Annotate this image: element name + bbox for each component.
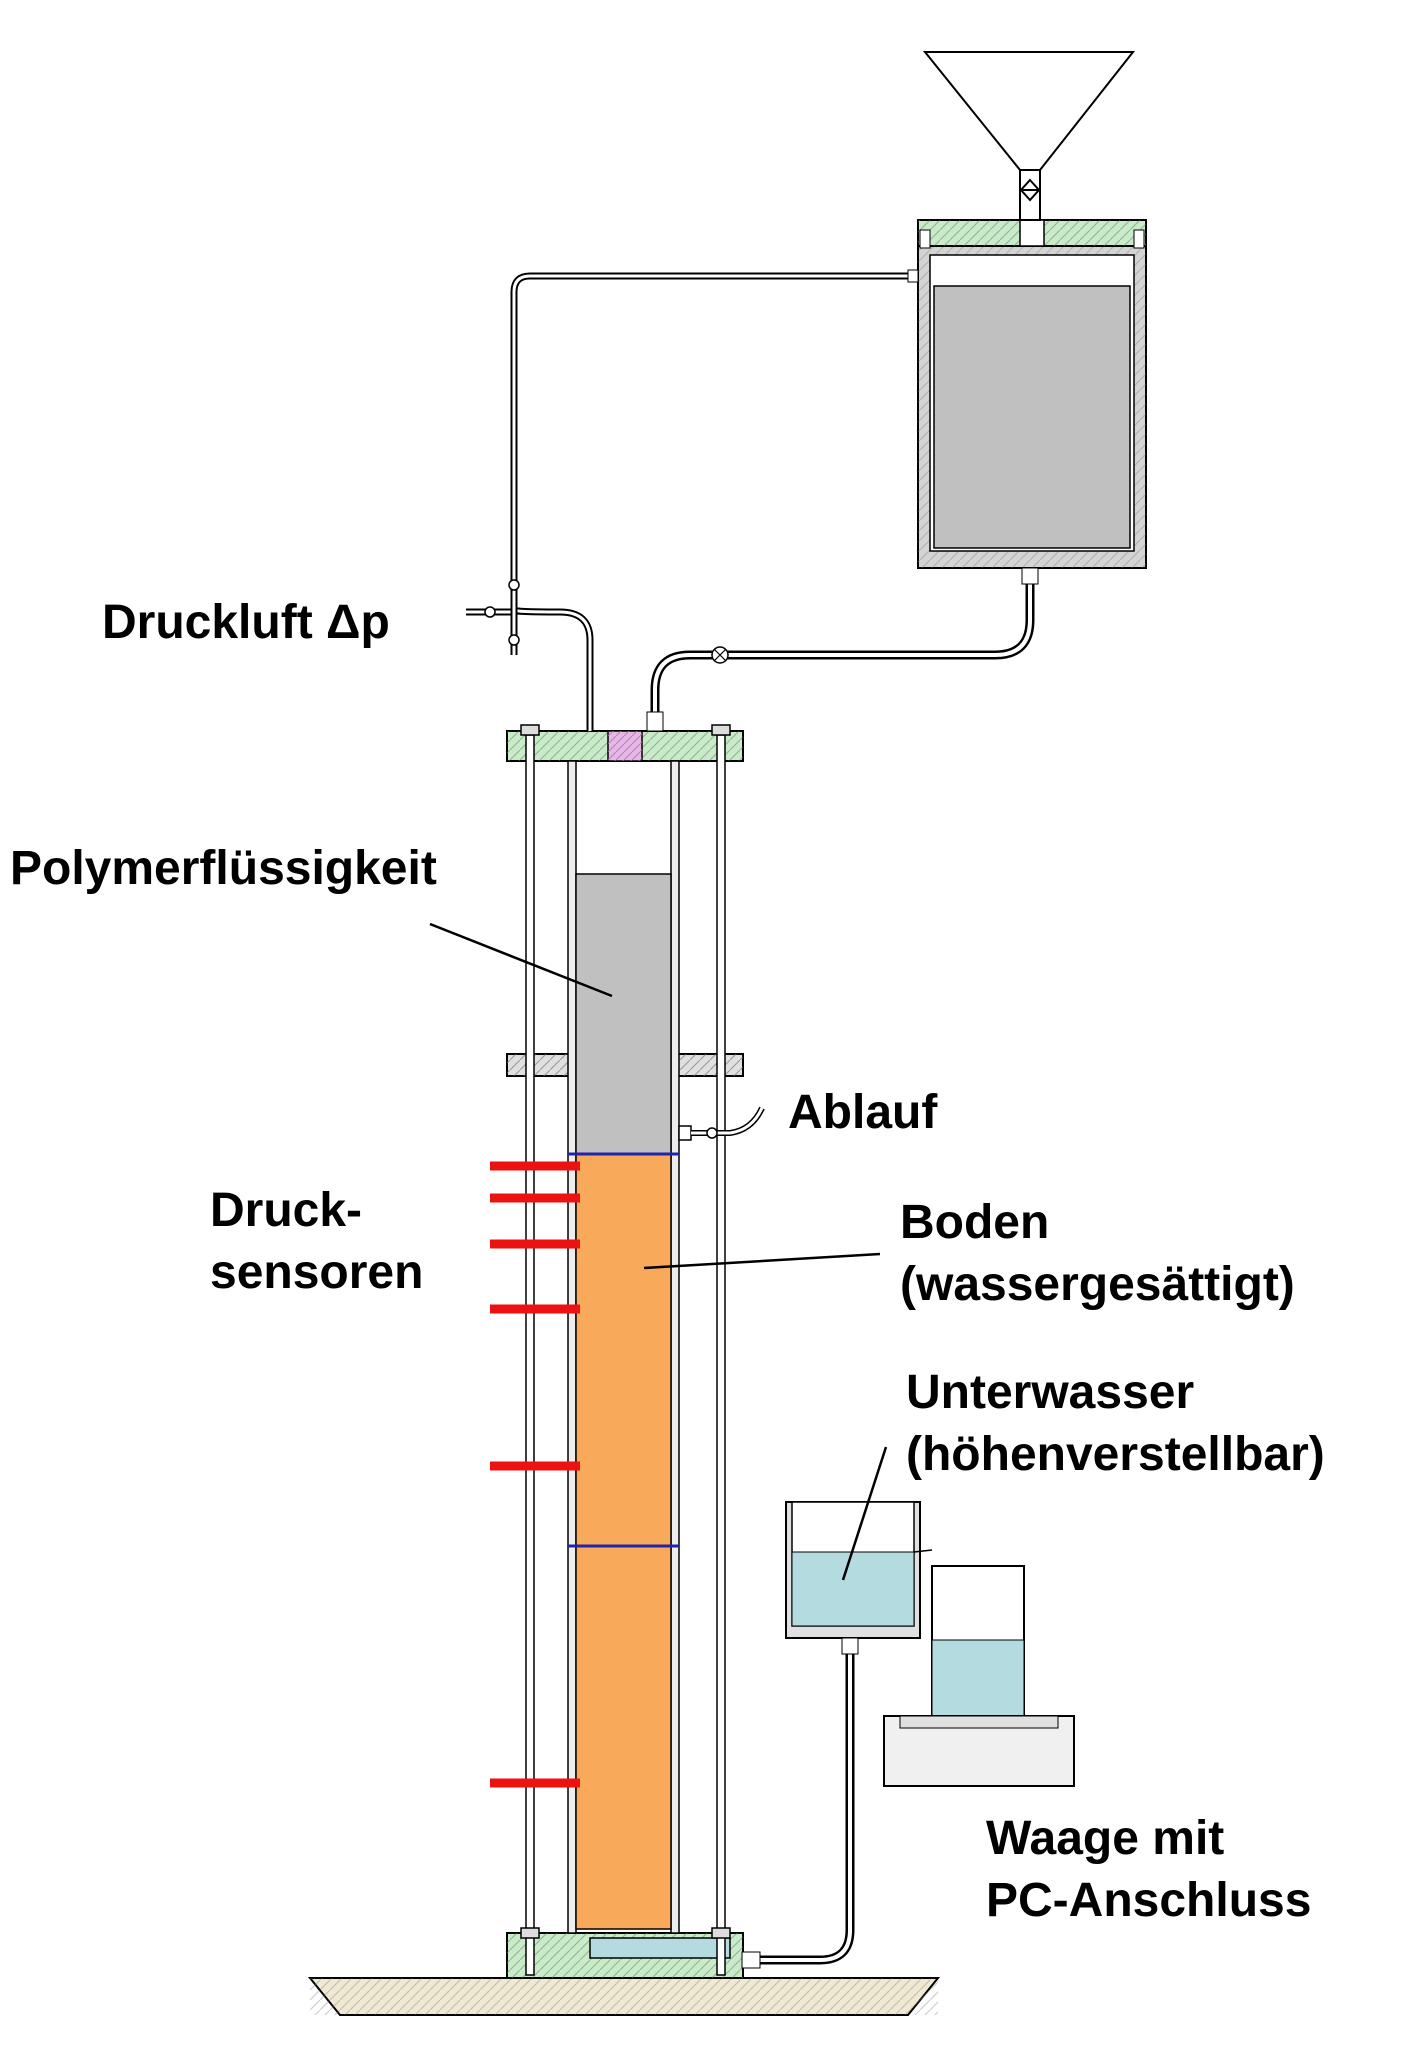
top-flange bbox=[506, 730, 744, 762]
label-polymerfluessigkeit: Polymerflüssigkeit bbox=[10, 842, 437, 895]
tailwater-pipe bbox=[741, 1637, 859, 1969]
label-ablauf: Ablauf bbox=[788, 1086, 938, 1139]
funnel bbox=[922, 51, 1136, 221]
tie-rods bbox=[520, 724, 731, 1976]
label-druckluft: Druckluft Δp bbox=[102, 596, 390, 649]
scale-with-beaker bbox=[883, 1565, 1075, 1787]
outflow-fitting bbox=[678, 1106, 765, 1141]
storage-tank bbox=[917, 219, 1147, 569]
label-unterwasser: Unterwasser (höhenverstellbar) bbox=[906, 1366, 1325, 1481]
label-drucksensoren: Druck- sensoren bbox=[210, 1184, 424, 1299]
label-boden: Boden (wassergesättigt) bbox=[900, 1196, 1295, 1311]
ground-base bbox=[307, 1977, 941, 2016]
pressure-sensors bbox=[490, 1161, 580, 1788]
leader-lines bbox=[429, 922, 888, 1581]
bottom-flange bbox=[506, 1932, 744, 1979]
tailwater-container bbox=[785, 1501, 933, 1639]
polymer-liquid-fill bbox=[575, 873, 672, 1155]
compressed-air-line bbox=[466, 269, 919, 731]
polymer-supply-line bbox=[646, 567, 1039, 732]
label-waage: Waage mit PC-Anschluss bbox=[986, 1812, 1312, 1927]
soil-fill bbox=[575, 1153, 672, 1930]
